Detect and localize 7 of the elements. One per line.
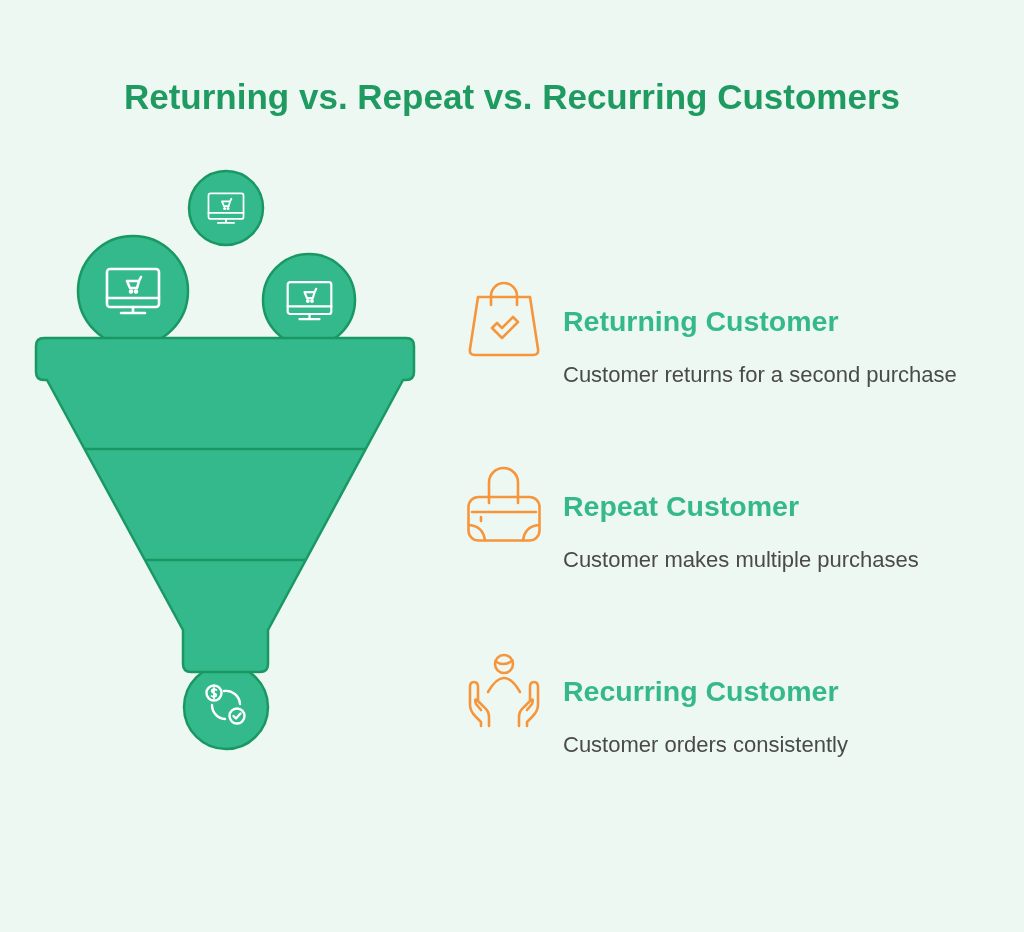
title: Returning vs. Repeat vs. Recurring Customers [123,76,900,118]
item-heading: Returning Customer [563,304,839,338]
item-description: Customer makes multiple purchases [563,547,919,573]
item-description: Customer returns for a second purchase [563,362,957,388]
item-heading: Recurring Customer [563,674,839,708]
item-description: Customer orders consistently [563,732,848,758]
item-heading: Repeat Customer [563,489,799,523]
